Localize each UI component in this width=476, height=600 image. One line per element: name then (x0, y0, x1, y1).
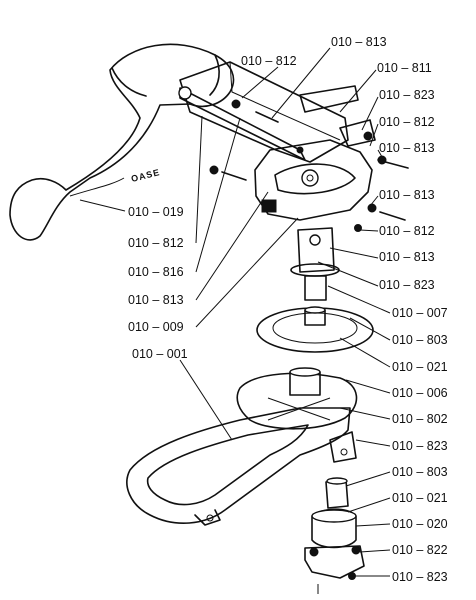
part-label: 010 – 020 (392, 517, 448, 531)
leader-lines (79, 47, 391, 577)
brand-text: OASE (130, 167, 161, 184)
part-labels: 010 – 813 010 – 812 010 – 811 010 – 823 … (128, 35, 448, 584)
part-label: 010 – 001 (132, 347, 188, 361)
part-label: 010 – 822 (392, 543, 448, 557)
part-label: 010 – 812 (379, 224, 435, 238)
part-label: 010 – 811 (377, 61, 432, 75)
part-label: 010 – 813 (331, 35, 387, 49)
part-label: 010 – 006 (392, 386, 448, 400)
part-label: 010 – 803 (392, 333, 448, 347)
valve-stem (290, 227, 340, 301)
lever-arm (178, 61, 349, 163)
pump-head (254, 139, 373, 221)
diaphragm (256, 306, 374, 353)
part-label: 010 – 021 (392, 360, 448, 374)
part-label: 010 – 823 (379, 278, 435, 292)
part-label: 010 – 812 (241, 54, 297, 68)
part-label: 010 – 823 (392, 439, 448, 453)
part-label: 010 – 816 (128, 265, 184, 279)
pins-and-screws (209, 99, 409, 232)
part-label: 010 – 802 (392, 412, 448, 426)
part-label: 010 – 009 (128, 320, 184, 334)
base-frame (126, 367, 358, 526)
part-label: 010 – 021 (392, 491, 448, 505)
outlet-assembly (304, 477, 365, 594)
part-label: 010 – 823 (392, 570, 448, 584)
part-label: 010 – 007 (392, 306, 448, 320)
part-label: 010 – 823 (379, 88, 435, 102)
part-label: 010 – 813 (379, 141, 435, 155)
part-label: 010 – 813 (379, 188, 435, 202)
part-label: 010 – 812 (379, 115, 435, 129)
part-label: 010 – 813 (128, 293, 184, 307)
part-label: 010 – 019 (128, 205, 184, 219)
part-label: 010 – 813 (379, 250, 435, 264)
part-label: 010 – 803 (392, 465, 448, 479)
upper-link (299, 85, 376, 147)
part-label: 010 – 812 (128, 236, 184, 250)
